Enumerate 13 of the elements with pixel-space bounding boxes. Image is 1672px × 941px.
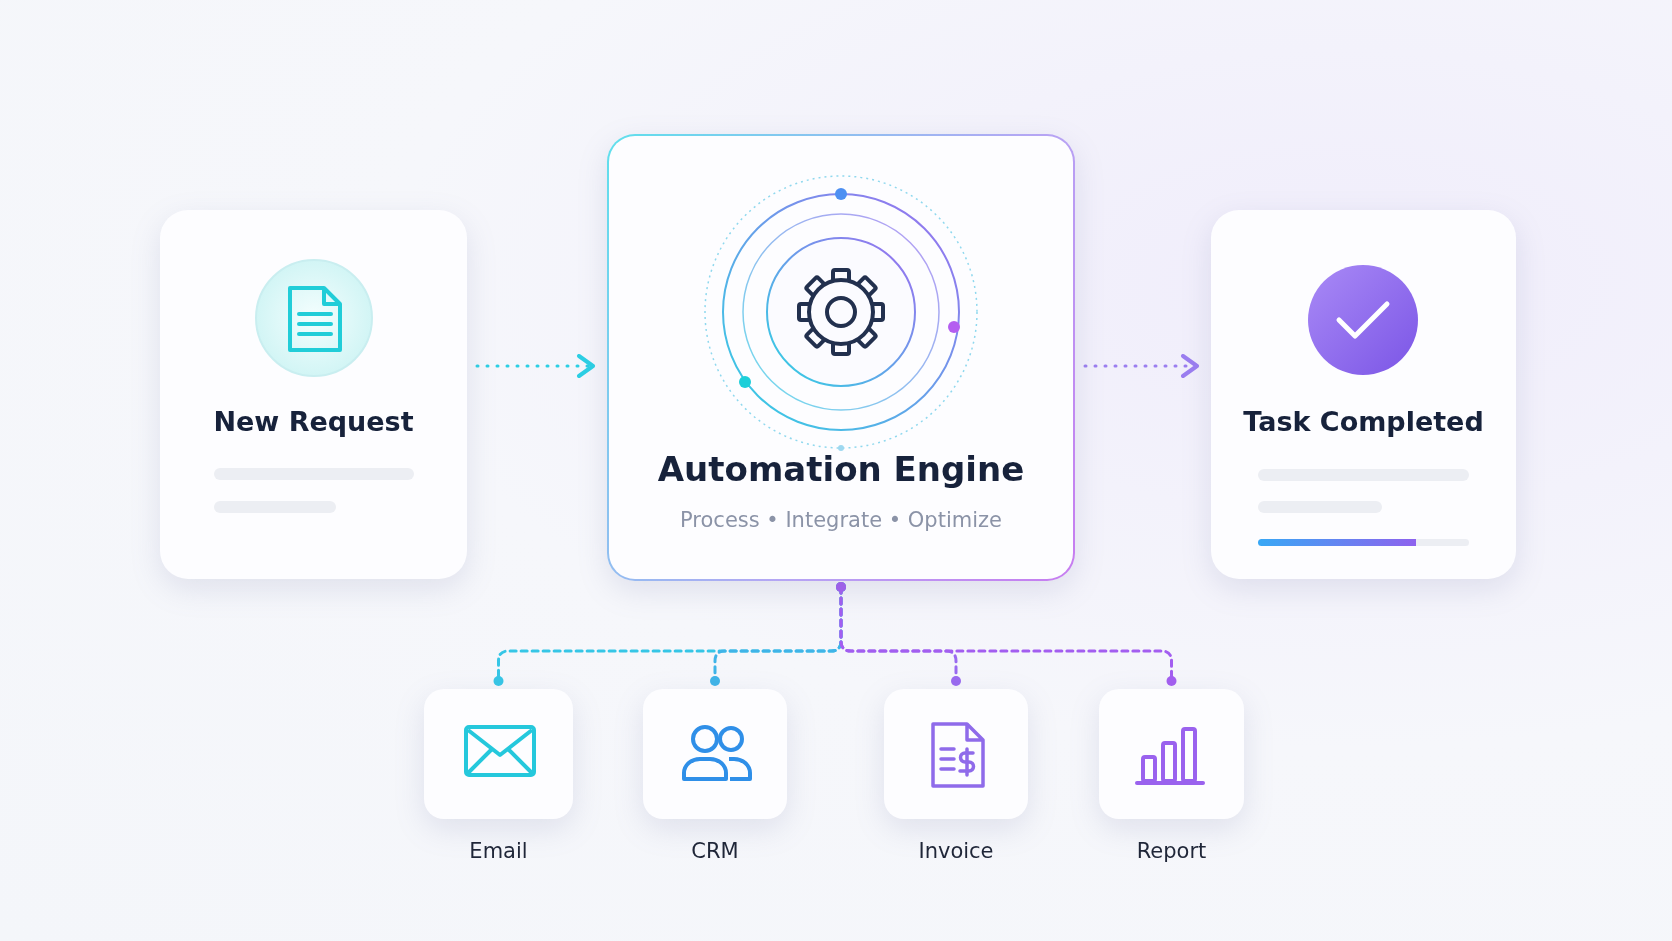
arrow <box>1083 354 1199 378</box>
card-title: New Request <box>212 406 415 437</box>
app-label: CRM <box>690 839 740 863</box>
app-label: Invoice <box>917 839 995 863</box>
card-title: Task Completed <box>1242 406 1485 437</box>
engine-card <box>607 134 1075 581</box>
process-card <box>160 210 467 579</box>
card-title: Automation Engine <box>656 449 1026 489</box>
arrow <box>475 354 595 378</box>
app-label: Email <box>468 839 529 863</box>
process-card <box>1211 210 1516 579</box>
card-subtitle: Process • Integrate • Optimize <box>679 508 1003 532</box>
app-label: Report <box>1135 839 1208 863</box>
